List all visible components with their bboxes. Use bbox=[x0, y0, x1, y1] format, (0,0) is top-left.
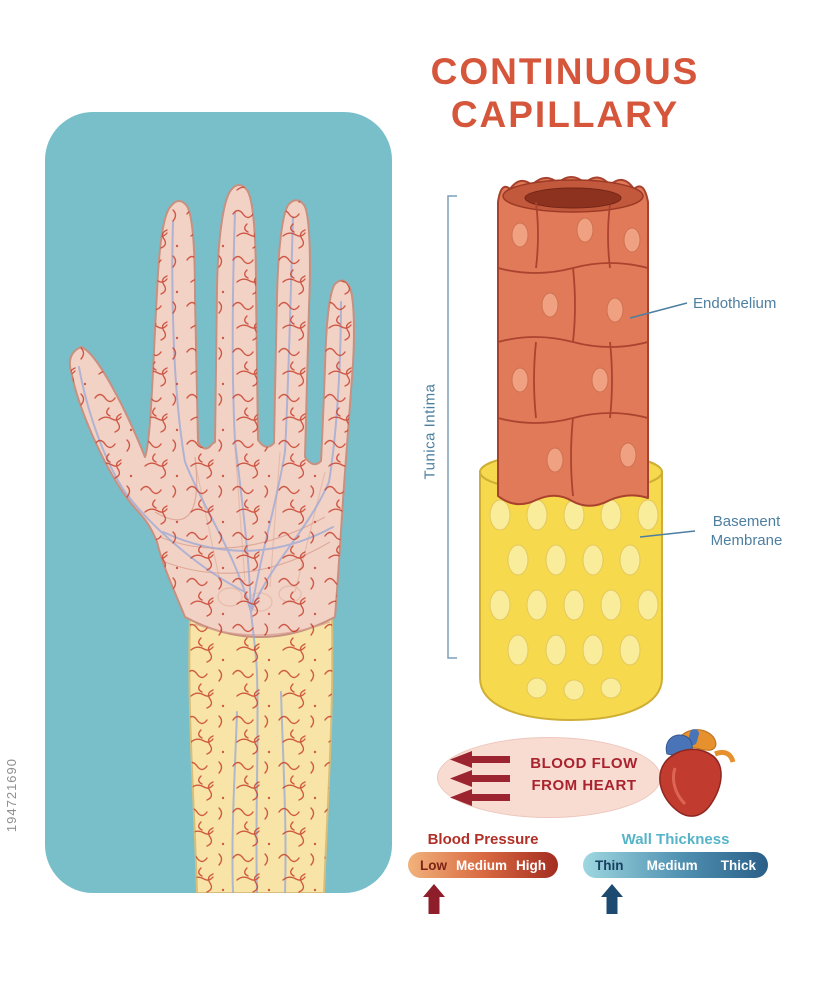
basement-membrane-label-line2: Membrane bbox=[710, 532, 783, 549]
blood-pressure-low-label: Low bbox=[420, 857, 447, 873]
wall-thickness-medium-label: Medium bbox=[646, 857, 698, 873]
wall-thickness-thick-label: Thick bbox=[720, 857, 756, 873]
blood-pressure-high-label: High bbox=[515, 857, 546, 873]
wall-thickness-title: Wall Thickness bbox=[621, 831, 730, 848]
hand-illustration-panel bbox=[45, 112, 392, 893]
title-line2: CAPILLARY bbox=[450, 94, 680, 135]
blood-pressure-scale: Low Medium High bbox=[408, 852, 558, 878]
endothelium-shape bbox=[497, 176, 649, 507]
hand-illustration bbox=[45, 112, 392, 893]
title-line1: CONTINUOUS bbox=[430, 51, 700, 92]
watermark-text: 194721690 bbox=[4, 758, 19, 833]
blood-flow-capsule: BLOOD FLOW FROM HEART bbox=[437, 737, 661, 818]
wall-thickness-indicator-arrow bbox=[601, 884, 623, 914]
endothelium-label: Endothelium bbox=[693, 295, 777, 312]
basement-membrane-label-line1: Basement bbox=[712, 513, 781, 530]
tunica-intima-bracket bbox=[447, 195, 457, 659]
blood-pressure-medium-label: Medium bbox=[455, 857, 507, 873]
tunica-intima-label: Tunica Intima bbox=[421, 383, 439, 480]
poster-title: CONTINUOUS CAPILLARY bbox=[330, 50, 800, 136]
blood-pressure-indicator-arrow bbox=[423, 884, 445, 914]
capillary-diagram bbox=[479, 176, 663, 722]
heart-illustration bbox=[659, 729, 736, 817]
blood-flow-arrows-icon bbox=[450, 751, 510, 806]
blood-pressure-title: Blood Pressure bbox=[427, 831, 539, 848]
blood-flow-label-line2: FROM HEART bbox=[531, 777, 637, 794]
blood-flow-label-line1: BLOOD FLOW bbox=[530, 755, 638, 772]
wall-thickness-thin-label: Thin bbox=[595, 857, 624, 873]
wall-thickness-scale: Thin Medium Thick bbox=[583, 852, 768, 878]
basement-membrane-label: Basement Membrane bbox=[699, 512, 794, 550]
blood-flow-label: BLOOD FLOW FROM HEART bbox=[514, 753, 654, 797]
